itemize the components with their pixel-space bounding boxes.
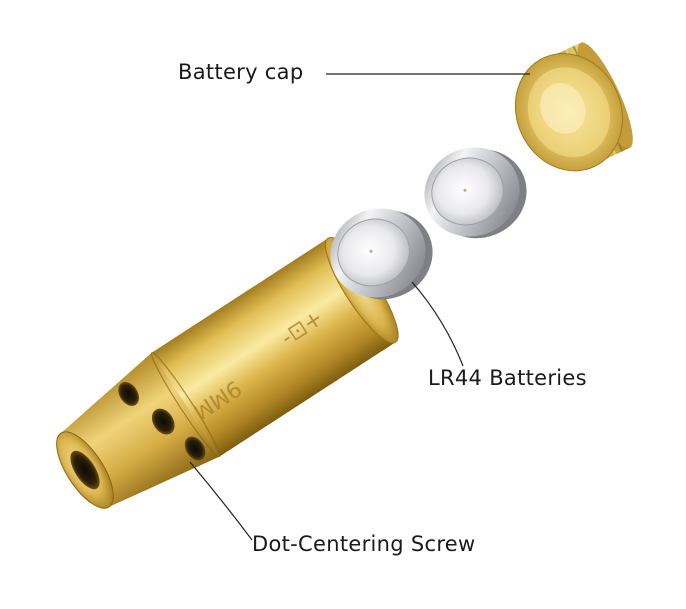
laser-aperture <box>70 450 100 490</box>
label-lr44-batteries: LR44 Batteries <box>428 366 587 390</box>
label-dot-centering-screw: Dot-Centering Screw <box>252 532 476 556</box>
leader-line-batteries <box>411 281 464 367</box>
set-screw-hole-2 <box>151 408 175 435</box>
battery-cap-part <box>514 42 633 172</box>
set-screw-hole-1 <box>118 382 139 406</box>
leader-line-screw <box>189 461 253 541</box>
set-screw-hole-3 <box>184 436 206 461</box>
label-battery-cap: Battery cap <box>178 60 304 84</box>
lr44-battery-lower <box>330 208 433 300</box>
lr44-battery-upper <box>424 147 527 239</box>
